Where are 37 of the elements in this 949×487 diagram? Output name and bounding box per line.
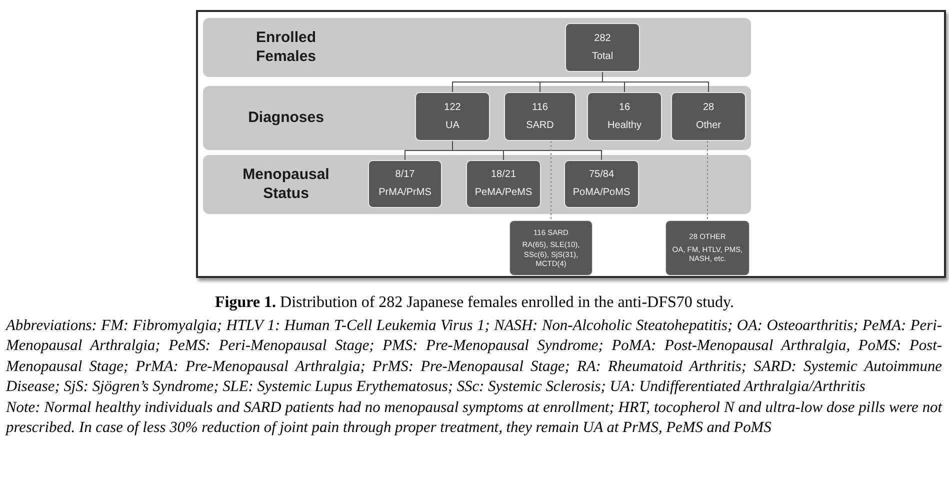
box-text: Total xyxy=(592,50,614,62)
count-box xyxy=(504,92,576,141)
count-box xyxy=(415,92,490,141)
category-band xyxy=(203,155,751,214)
count-box xyxy=(565,23,640,72)
connector-line xyxy=(550,140,552,220)
band-label: Diagnoses xyxy=(248,108,324,128)
box-text: Other xyxy=(696,120,721,130)
category-band xyxy=(203,18,751,77)
count-box xyxy=(587,92,662,141)
box-text: 8/17 xyxy=(395,169,415,180)
box-text: 28 xyxy=(702,102,714,112)
box-text: UA xyxy=(446,120,460,130)
count-box xyxy=(368,160,442,208)
footnote-text: Abbreviations: FM: Fibromyalgia; HTLV 1: Human T-Cell Leukemia Virus 1; NASH: Non-Alcoholic Steatohepatitis; OA: Osteoarthritis; PeMA: Peri-Menopausal Arthralgia; PeMS: Peri-Menopausal Stage; PMS: Pre-Menopausal Syndrome; PoMA: Post-Menopausal Arthralgia, PoMS: Post-Menopausal Stage; PrMA: Pre-Menopausal Arthralgia; PrMS: Pre-Menopausal Stage; RA: Rheumatoid Arthritis; SARD: Systemic Autoimmune Disease; SjS: Sjögren’s Syndrome; SLE: Systemic Lupus Erythematosus; SSc: Systemic Sclerosis; UA: Undifferentiated Arthralgia/Arthritis xyxy=(6,316,942,398)
band-label: Enrolled Females xyxy=(254,28,318,66)
box-text: 75/84 xyxy=(588,169,614,180)
box-text: Healthy xyxy=(608,120,642,130)
count-box xyxy=(671,92,746,141)
category-band xyxy=(203,86,751,150)
count-box xyxy=(466,160,541,208)
box-text: 122 xyxy=(444,102,461,112)
footnote-text: Note: Normal healthy individuals and SARD patients had no menopausal symptoms at enrollment; HRT, tocopherol N and ultra-low dose pills were not prescribed. In case of less 30% reduction of joint pain through proper treatment, they remain UA at PrMS, PeMS and PoMS xyxy=(6,398,942,438)
figure-caption: Figure 1. Distribution of 282 Japanese females enrolled in the anti-DFS70 study. xyxy=(214,293,736,313)
box-text: PoMA/PoMS xyxy=(572,187,630,198)
box-text: PeMA/PeMS xyxy=(474,187,532,198)
band-label: Menopausal Status xyxy=(242,166,330,204)
connector-line xyxy=(707,140,708,220)
detail-box xyxy=(665,220,750,276)
box-text: 116 xyxy=(532,102,548,112)
box-text: 16 xyxy=(618,102,630,112)
box-text: SARD xyxy=(526,120,554,130)
box-text: 18/21 xyxy=(490,169,516,180)
box-text: 282 xyxy=(594,32,611,44)
count-box xyxy=(564,160,639,208)
box-text: PrMA/PrMS xyxy=(378,187,432,198)
detail-box xyxy=(509,220,593,276)
